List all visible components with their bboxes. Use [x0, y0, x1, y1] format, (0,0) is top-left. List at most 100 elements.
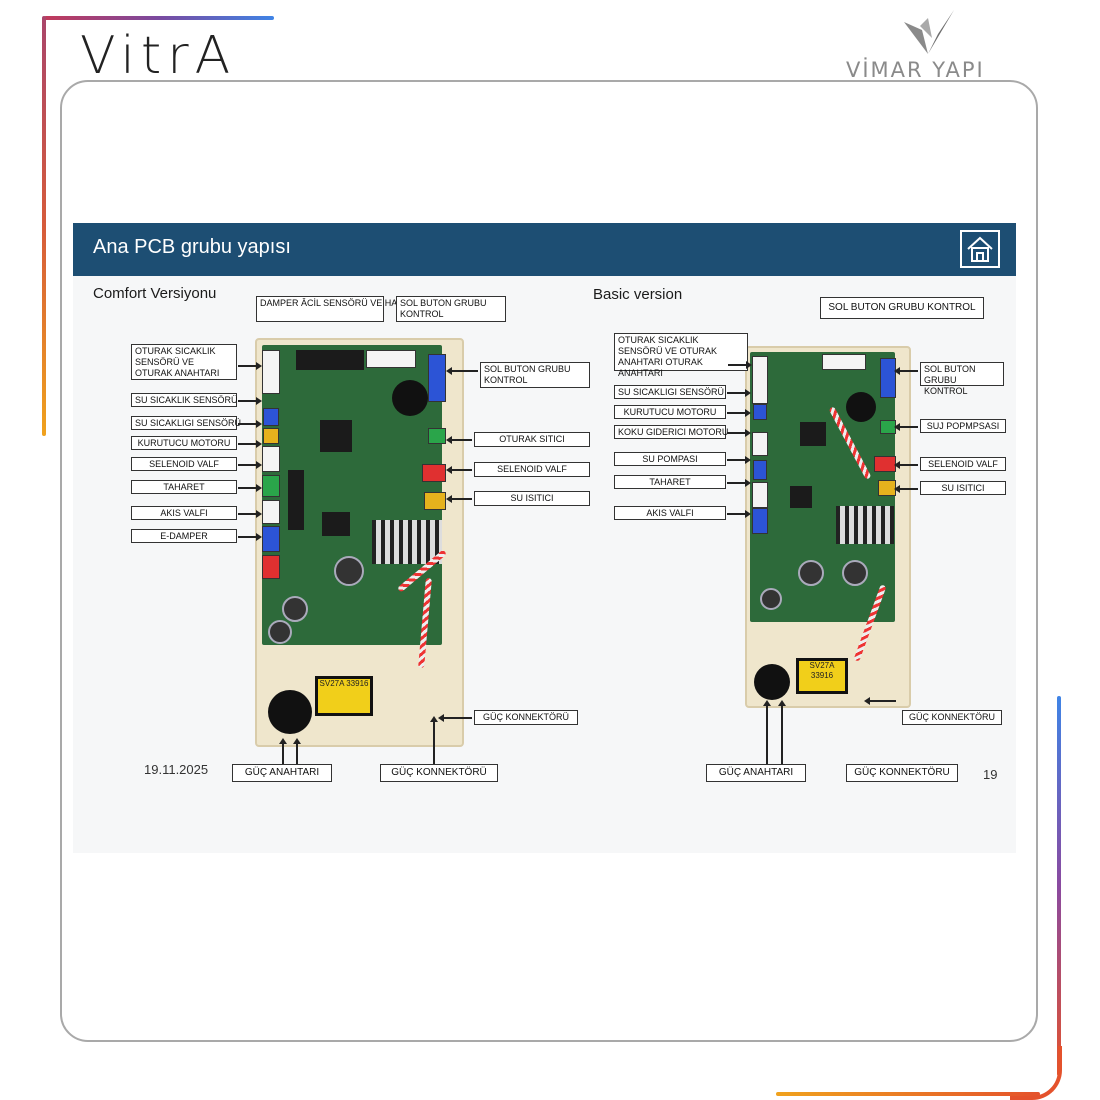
basic-connector-blue: [880, 358, 896, 398]
vimar-logo-mark: [904, 10, 954, 54]
basic-section-title: Basic version: [593, 286, 683, 303]
arrow: [728, 361, 752, 368]
basic-connector-left-4: [753, 460, 767, 480]
arrow: [894, 461, 918, 468]
arrow: [446, 436, 472, 443]
comfort-label-left-8: E-DAMPER: [131, 529, 237, 543]
basic-connector-left-3: [752, 432, 768, 456]
arrow: [238, 510, 262, 517]
basic-connector-left-6: [752, 508, 768, 534]
comfort-label-top-2: SOL BUTON GRUBU KONTROL: [396, 296, 506, 322]
comfort-transformer: SV27A 33916: [315, 676, 373, 716]
basic-buzzer: [846, 392, 876, 422]
basic-pcb-board: [750, 352, 895, 622]
comfort-label-left-4: KURUTUCU MOTORU: [131, 436, 237, 450]
basic-label-right-3: SELENOID VALF: [920, 457, 1006, 471]
arrow: [446, 466, 472, 473]
comfort-capacitor-3: [268, 620, 292, 644]
comfort-label-left-1: OTURAK SICAKLIK SENSÖRÜ VE OTURAK ANAHTA…: [131, 344, 237, 380]
arrow: [238, 440, 262, 447]
basic-label-left-2: SU SICAKLIGI SENSÖRÜ: [614, 385, 726, 399]
basic-connector-left-1: [752, 356, 768, 404]
comfort-capacitor-2: [282, 596, 308, 622]
basic-power-switch: [754, 664, 790, 700]
arrow: [727, 409, 751, 416]
home-icon: [960, 230, 1000, 268]
arrow: [894, 485, 918, 492]
arrow: [727, 429, 751, 436]
comfort-connector-left-8: [262, 555, 280, 579]
arrow: [238, 484, 262, 491]
arrow: [293, 738, 300, 764]
basic-connector-left-2: [753, 404, 767, 420]
arrow: [238, 397, 262, 404]
basic-label-right-5: GÜÇ KONNEKTÖRU: [902, 710, 1002, 725]
frame-accent-bottom: [776, 1092, 1040, 1096]
arrow: [727, 456, 751, 463]
arrow: [438, 714, 472, 721]
arrow: [727, 510, 751, 517]
slide-header: [73, 223, 1016, 276]
frame-accent-corner: [1010, 1046, 1062, 1100]
comfort-microcontroller: [320, 420, 352, 452]
basic-connector-red: [874, 456, 896, 472]
arrow: [238, 362, 262, 369]
arrow: [279, 738, 286, 764]
basic-microcontroller: [800, 422, 826, 446]
slide-date: 19.11.2025: [144, 762, 209, 777]
comfort-connector-green: [428, 428, 446, 444]
vitra-logo: VitrA: [80, 26, 237, 86]
basic-capacitor-2: [842, 560, 868, 586]
comfort-connector-blue: [428, 354, 446, 402]
basic-capacitor-3: [760, 588, 782, 610]
basic-label-left-7: AKIS VALFI: [614, 506, 726, 520]
basic-label-bottom-1: GÜÇ ANAHTARI: [706, 764, 806, 782]
arrow: [864, 697, 896, 704]
comfort-label-left-2: SU SICAKLIK SENSÖRÜ: [131, 393, 238, 407]
comfort-connector-top-black: [296, 350, 364, 370]
vimar-logo-text: VİMAR YAPI: [846, 58, 985, 82]
basic-label-left-3: KURUTUCU MOTORU: [614, 405, 726, 419]
comfort-label-left-6: TAHARET: [131, 480, 237, 494]
arrow: [894, 367, 918, 374]
arrow: [238, 533, 262, 540]
frame-accent-right: [1057, 696, 1061, 1076]
comfort-power-switch: [268, 690, 312, 734]
comfort-connector-top-white: [366, 350, 416, 368]
arrow: [894, 423, 918, 430]
comfort-connector-left-4: [262, 446, 280, 472]
comfort-connector-left-1: [262, 350, 280, 394]
basic-label-left-1: OTURAK SICAKLIK SENSÖRÜ VE OTURAK ANAHTA…: [614, 333, 748, 378]
arrow: [778, 700, 785, 764]
frame-accent-left: [42, 16, 46, 436]
arrow: [430, 716, 437, 764]
comfort-connector-left-7: [262, 526, 280, 552]
basic-heatsink: [836, 506, 894, 544]
comfort-label-right-3: SELENOID VALF: [474, 462, 590, 477]
comfort-buzzer: [392, 380, 428, 416]
comfort-label-top-1: DAMPER ÂCİL SENSÖRÜ VE HAREKET SENSÖRÜ: [256, 296, 474, 322]
basic-label-left-4: KOKU GIDERICI MOTORU: [614, 425, 728, 439]
comfort-connector-left-3: [263, 428, 279, 444]
basic-label-top-1: SOL BUTON GRUBU KONTROL: [820, 297, 984, 319]
comfort-label-right-5: GÜÇ KONNEKTÖRÜ: [474, 710, 578, 725]
basic-connector-left-5: [752, 482, 768, 508]
basic-ic-small: [790, 486, 812, 508]
basic-label-right-4: SU ISITICI: [920, 481, 1006, 495]
frame-accent-top: [44, 16, 274, 20]
basic-connector-top-white: [822, 354, 866, 370]
comfort-section-title: Comfort Versiyonu: [93, 285, 217, 302]
comfort-connector-left-2: [263, 408, 279, 426]
basic-capacitor-1: [798, 560, 824, 586]
comfort-label-right-2: OTURAK SITICI: [474, 432, 590, 447]
slide-page-number: 19: [983, 767, 998, 782]
comfort-label-right-4: SU ISITICI: [474, 491, 590, 506]
comfort-label-bottom-1: GÜÇ ANAHTARI: [232, 764, 332, 782]
comfort-ic-small: [322, 512, 350, 536]
slide-title: Ana PCB grubu yapısı: [93, 236, 291, 258]
comfort-label-right-1: SOL BUTON GRUBU KONTROL: [480, 362, 590, 388]
comfort-connector-yellow: [424, 492, 446, 510]
comfort-capacitor-1: [334, 556, 364, 586]
comfort-connector-left-6: [262, 500, 280, 524]
arrow: [727, 389, 751, 396]
